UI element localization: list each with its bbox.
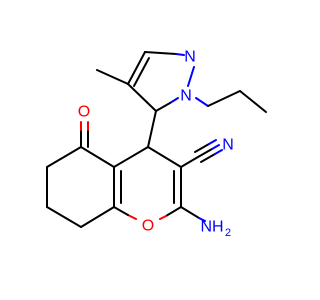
molecule-structure-diagram: N N N O O NH 2 [46, 49, 267, 240]
atom-label-nh2: NH 2 [200, 219, 231, 240]
atom-label-nh2-main: NH [200, 219, 223, 236]
bond-ethyl-2 [239, 90, 267, 113]
bond-c4-c3h [127, 51, 146, 85]
bond-ethyl-1 [207, 90, 241, 107]
bond-c7-c8 [46, 206, 82, 228]
atom-label-ring-o: O [142, 218, 154, 235]
bond-c3h-n2 [144, 51, 177, 55]
bond-c3h-c3h-double [133, 57, 150, 87]
pyran-ring [113, 110, 182, 220]
bond-c4a-c5 [80, 146, 115, 168]
atom-label-ketone-o: O [78, 104, 90, 121]
bond-nitrile-n-3 [214, 149, 223, 155]
bond-o-c8a-red [127, 214, 137, 220]
atom-label-n1: N [180, 88, 192, 105]
bond-nitrile-n-2 [208, 139, 217, 145]
bond-c2-nh2 [180, 206, 200, 219]
bond-n1-c5-n [169, 97, 179, 104]
bond-nitrile-n-1 [211, 144, 220, 150]
bond-nitrile-triple-1 [197, 148, 213, 158]
pyrazole-ring [127, 51, 195, 112]
bond-o-c8a [113, 206, 129, 216]
atom-label-nh2-subscript: 2 [225, 227, 231, 239]
atom-label-nitrile-n: N [222, 137, 234, 154]
bond-nitrile-triple-3 [200, 153, 216, 163]
bond-c5-c6 [46, 146, 82, 168]
bond-c5-c4 [127, 83, 157, 112]
bond-c2-o-red [159, 215, 167, 220]
bond-c2-nh2-n [198, 217, 206, 222]
bond-pyrazole-c4 [147, 110, 157, 148]
bond-c3-nitrile-c [180, 156, 199, 168]
bond-c4-c3 [147, 146, 182, 168]
cyclohexanone-ring [46, 146, 115, 228]
bond-c4a-c4 [113, 146, 149, 168]
bond-n1-ethyl-n [195, 97, 209, 107]
bond-n1-c5 [155, 102, 171, 112]
bond-c3h-n2-n [175, 53, 185, 56]
atom-label-n2: N [184, 49, 196, 66]
bond-c8-c8a [80, 206, 115, 228]
bond-methyl [96, 69, 129, 85]
bond-c2-o [165, 206, 182, 217]
bond-n2-n1 [187, 66, 195, 87]
bond-nitrile-triple-2 [194, 143, 210, 153]
